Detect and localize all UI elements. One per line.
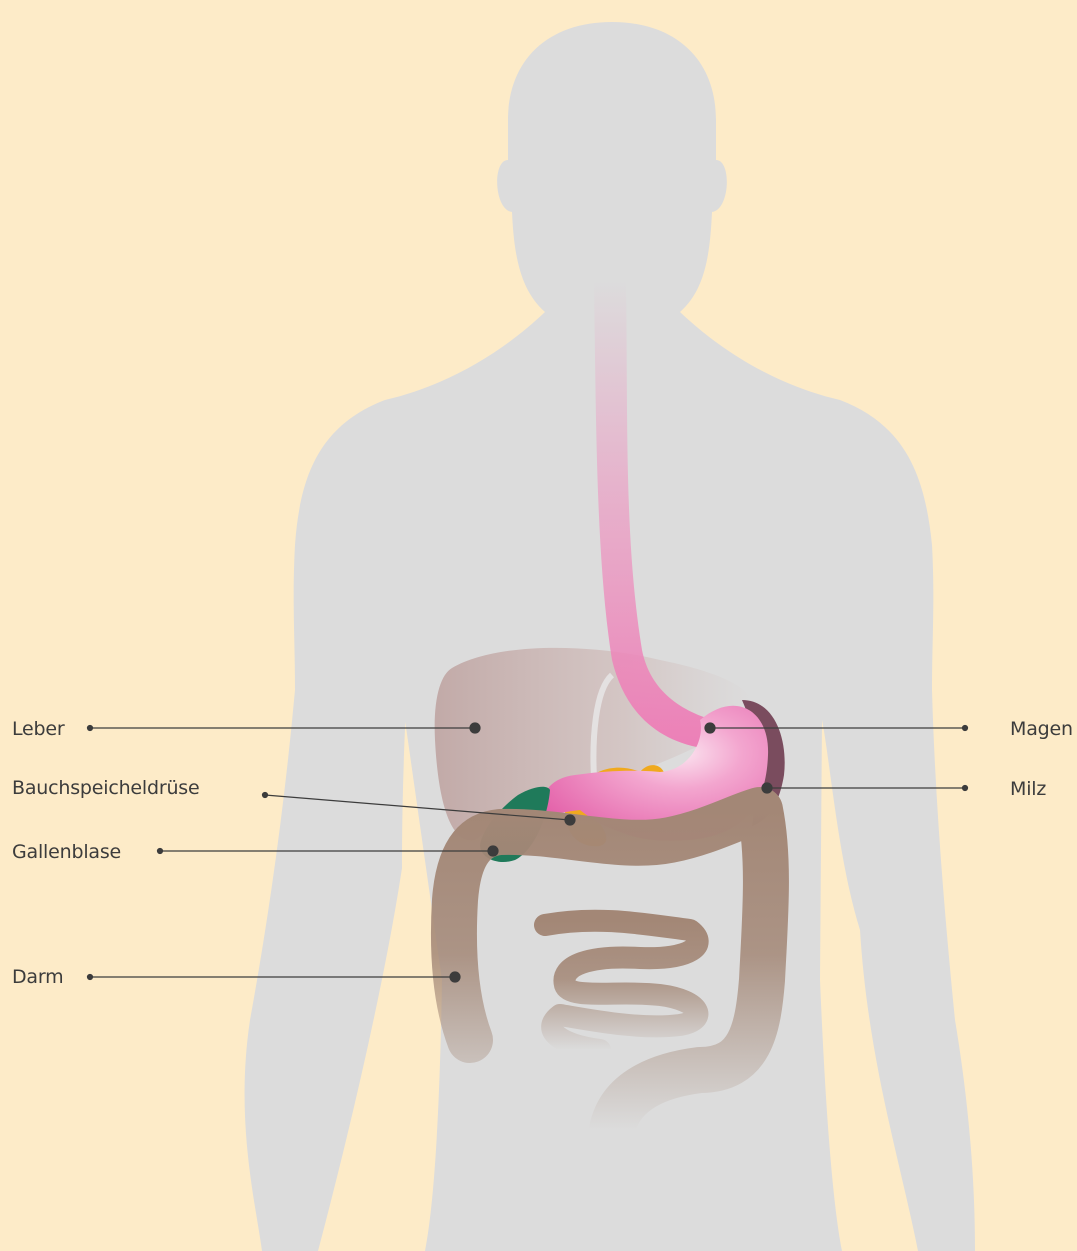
label-milz: Milz <box>1010 780 1046 799</box>
label-bauchspeicheldruese: Bauchspeicheldrüse <box>12 779 200 798</box>
label-darm: Darm <box>12 968 63 987</box>
label-leber: Leber <box>12 720 65 739</box>
label-magen: Magen <box>1010 720 1073 739</box>
label-gallenblase: Gallenblase <box>12 843 121 862</box>
